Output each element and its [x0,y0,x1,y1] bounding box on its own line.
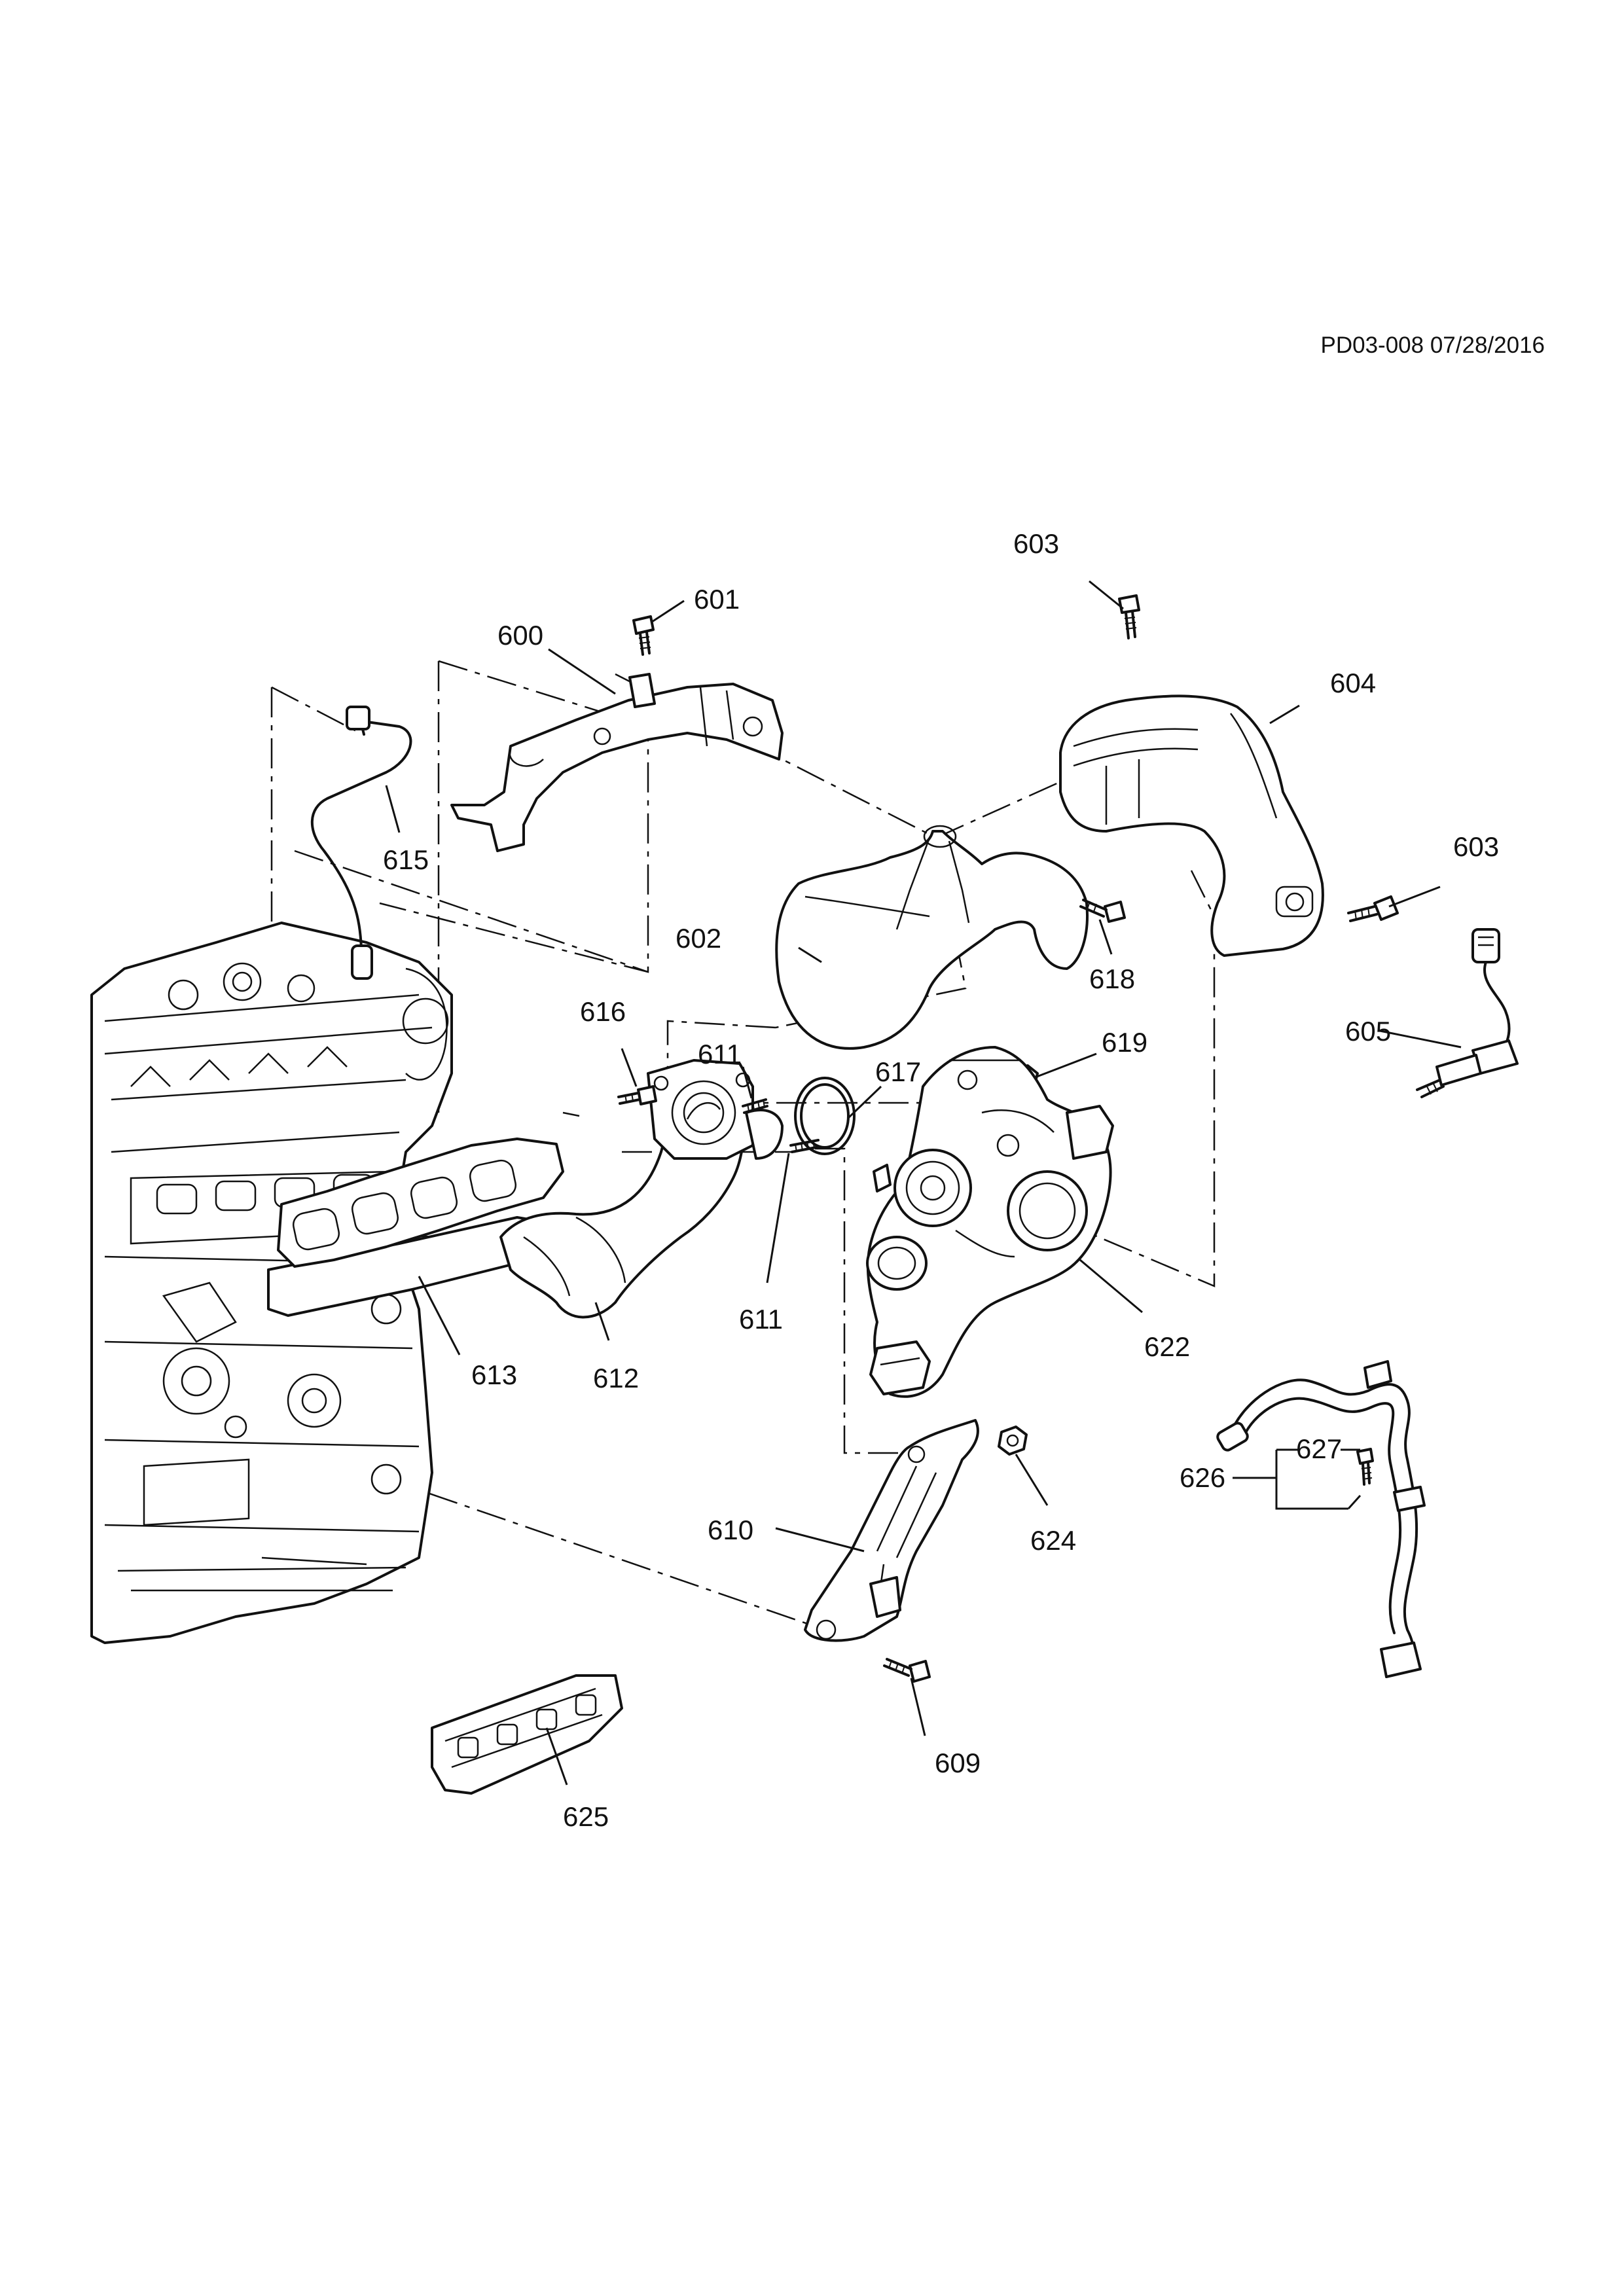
part-622-turbocharger [866,1046,1114,1398]
part-601-bolt [632,615,655,656]
callout-600: 600 [497,620,543,651]
callout-625: 625 [563,1801,609,1832]
callout-603: 603 [1453,831,1499,862]
callout-609: 609 [935,1748,981,1778]
part-613-gasket [267,1138,564,1317]
callouts: 600 601 602 603 603 604 605 609 610 611 … [383,528,1499,1832]
callout-615: 615 [383,844,429,875]
callout-604: 604 [1330,668,1376,698]
part-625-part [431,1674,623,1795]
part-627-bolt [1356,1448,1374,1486]
document-code: PD03-008 07/28/2016 [1320,332,1545,358]
callout-622: 622 [1144,1331,1190,1362]
callout-624: 624 [1030,1525,1076,1556]
part-626-hose [1216,1360,1426,1678]
callout-627: 627 [1296,1433,1342,1464]
part-615-tube [310,706,412,980]
part-603-bolts [1118,594,1399,922]
callout-610: 610 [708,1515,753,1545]
part-624-nut [998,1426,1028,1456]
callout-605: 605 [1345,1016,1391,1047]
callout-612: 612 [593,1363,639,1393]
callout-602: 602 [676,923,721,954]
callout-626: 626 [1180,1462,1225,1493]
part-609-bolt [883,1658,931,1683]
part-605-oxygen-sensor [1416,928,1519,1098]
callout-618: 618 [1089,963,1135,994]
part-600-bracket [450,673,784,852]
part-618-bolt [1079,899,1126,923]
callout-603: 603 [1013,528,1059,559]
part-616-bolt [617,1085,657,1105]
part-612-exhaust-manifold [499,1059,784,1319]
part-610-bracket [804,1419,979,1642]
callout-619: 619 [1102,1027,1147,1058]
callout-611: 611 [739,1304,783,1335]
callout-601: 601 [694,584,740,615]
callout-611: 611 [698,1039,742,1069]
part-604-shield [1059,694,1324,957]
callout-617: 617 [875,1056,921,1087]
callout-616: 616 [580,996,626,1027]
part-617-seal-ring [794,1077,856,1155]
callout-613: 613 [471,1359,517,1390]
leader-lines [385,580,1462,1785]
part-602-heat-shield [775,825,1089,1050]
